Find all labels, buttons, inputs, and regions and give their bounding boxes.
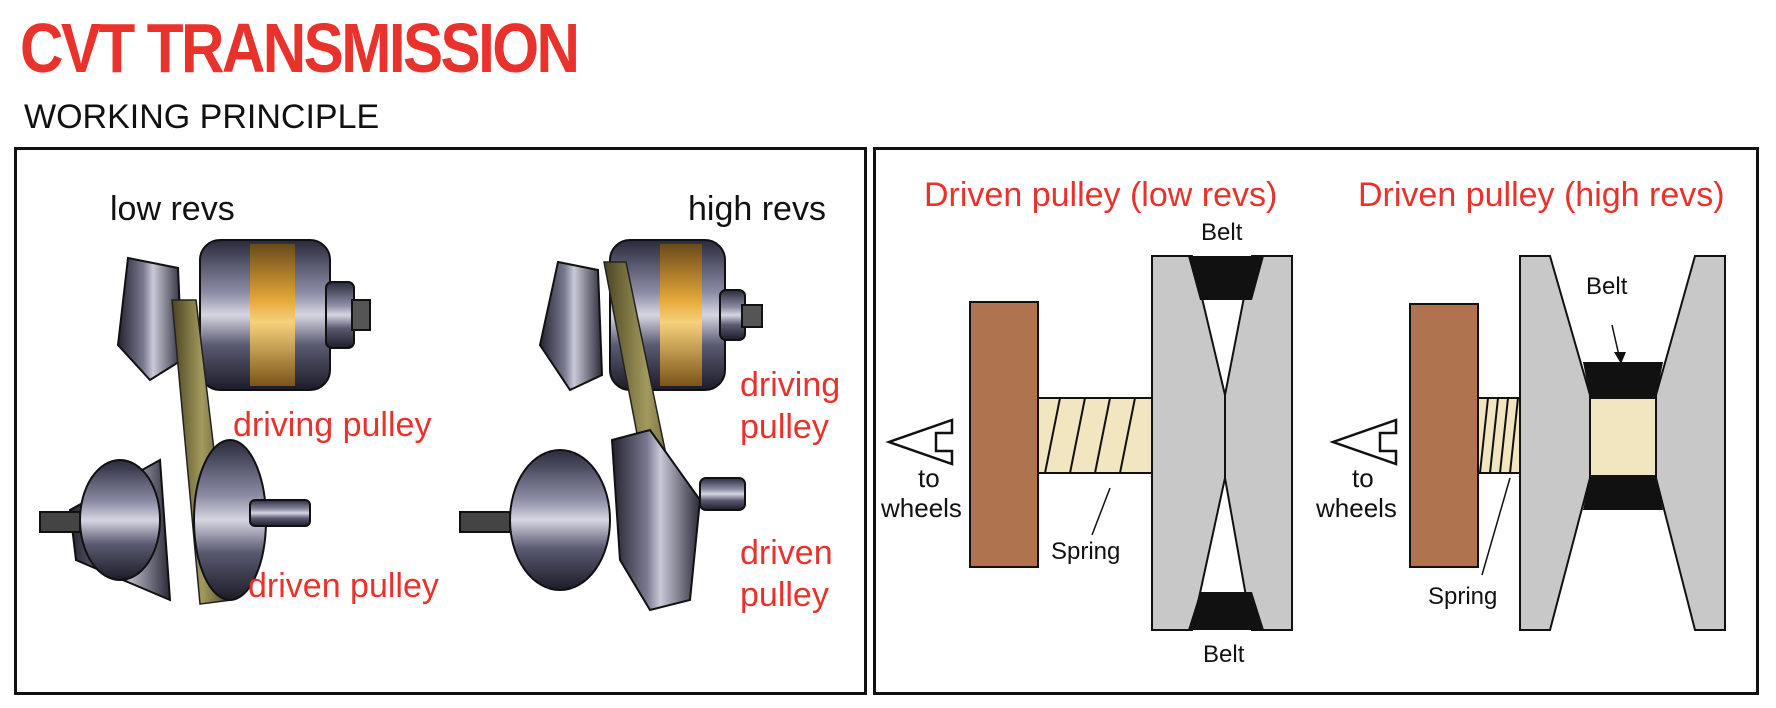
low-belt-bottom xyxy=(1188,592,1264,630)
high-spring-coils xyxy=(1479,397,1519,474)
high-revs-driving-pulley xyxy=(538,239,763,392)
low-revs-label: low revs xyxy=(110,190,235,228)
low-spring-coils xyxy=(1044,397,1136,474)
page-title: CVT TRANSMISSION xyxy=(20,9,580,87)
low-driving-pulley-label: driving pulley xyxy=(233,406,432,444)
low-revs-driving-pulley xyxy=(116,239,371,391)
low-wheels-label: wheels xyxy=(881,493,962,523)
high-belt-top xyxy=(1583,362,1663,398)
high-revs-schematic xyxy=(1329,255,1726,631)
high-driving-label-2: pulley xyxy=(740,408,829,446)
low-schematic-title: Driven pulley (low revs) xyxy=(924,176,1278,214)
high-revs-driven-pulley xyxy=(459,428,746,612)
high-driven-label-2: pulley xyxy=(740,576,829,614)
high-wheels-label: wheels xyxy=(1316,493,1397,523)
high-revs-label: high revs xyxy=(688,190,826,228)
pulley-photo-panel xyxy=(14,147,867,695)
high-belt-label: Belt xyxy=(1586,273,1628,300)
high-hub xyxy=(1589,397,1657,477)
low-to-label: to xyxy=(918,463,940,493)
low-revs-driven-pulley xyxy=(39,439,311,602)
low-arrow-icon xyxy=(885,418,954,466)
page-subtitle: WORKING PRINCIPLE xyxy=(24,98,380,136)
low-belt-top xyxy=(1188,256,1264,300)
low-belt-top-label: Belt xyxy=(1201,219,1243,246)
low-driven-pulley-label: driven pulley xyxy=(248,567,439,605)
high-arrow-icon xyxy=(1329,418,1398,466)
schematic-panel xyxy=(873,147,1759,695)
high-driven-label-1: driven xyxy=(740,534,833,572)
high-spring-label: Spring xyxy=(1428,583,1498,610)
low-revs-schematic xyxy=(885,255,1293,631)
high-driving-label-1: driving xyxy=(740,366,841,404)
low-spring-label: Spring xyxy=(1051,538,1121,565)
low-belt-bottom-label: Belt xyxy=(1203,641,1245,668)
high-schematic-title: Driven pulley (high revs) xyxy=(1358,176,1725,214)
high-to-label: to xyxy=(1352,463,1374,493)
high-belt-bottom xyxy=(1583,476,1663,510)
